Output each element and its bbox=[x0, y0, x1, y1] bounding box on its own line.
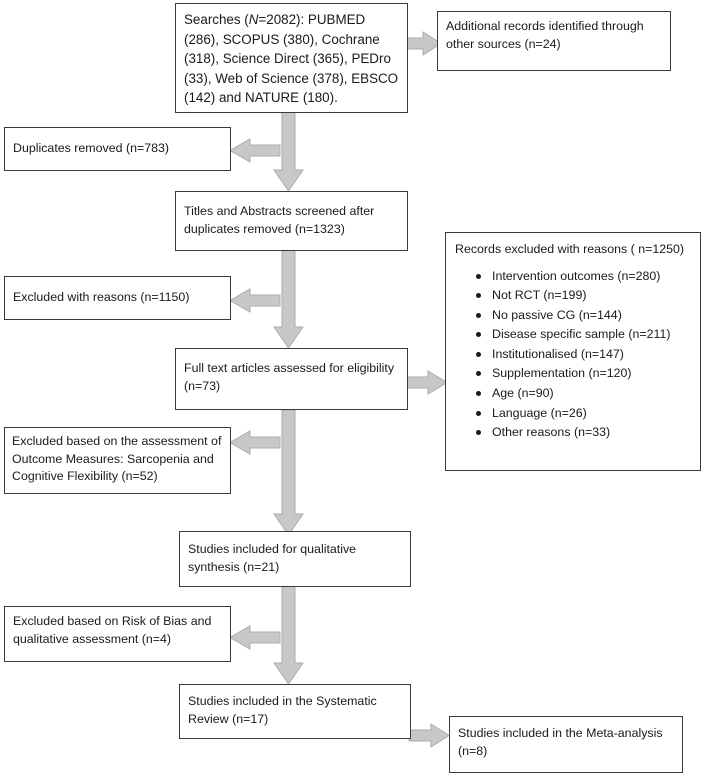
list-item: Other reasons (n=33) bbox=[455, 423, 691, 443]
arrow-left-excluded-reasons bbox=[228, 288, 281, 313]
additional-records-box: Additional records identified through ot… bbox=[437, 11, 671, 71]
arrow-right-meta bbox=[408, 723, 450, 748]
excluded-outcome-text: Excluded based on the assessment of Outc… bbox=[12, 434, 222, 483]
arrow-left-excluded-outcome bbox=[228, 430, 281, 455]
list-item: Institutionalised (n=147) bbox=[455, 345, 691, 365]
excluded-bias-box: Excluded based on Risk of Bias and quali… bbox=[4, 606, 231, 662]
arrow-right-additional bbox=[405, 31, 442, 56]
searches-label: Searches ( bbox=[184, 12, 249, 27]
duplicates-text: Duplicates removed (n=783) bbox=[13, 141, 169, 155]
excluded-reasons-box: Excluded with reasons (n=1150) bbox=[4, 276, 231, 320]
meta-analysis-text: Studies included in the Meta-analysis (n… bbox=[458, 726, 663, 758]
searches-rest: =2082): PUBMED (286), SCOPUS (380), Coch… bbox=[184, 12, 399, 105]
arrow-right-records-excluded bbox=[406, 370, 448, 395]
fulltext-box: Full text articles assessed for eligibil… bbox=[175, 348, 408, 410]
arrow-left-duplicates bbox=[228, 138, 281, 163]
excluded-bias-text: Excluded based on Risk of Bias and quali… bbox=[13, 614, 212, 646]
list-item: Language (n=26) bbox=[455, 404, 691, 424]
searches-n: N bbox=[248, 12, 259, 27]
duplicates-box: Duplicates removed (n=783) bbox=[4, 127, 231, 171]
qualitative-text: Studies included for qualitative synthes… bbox=[188, 542, 357, 574]
records-excluded-list: Intervention outcomes (n=280) Not RCT (n… bbox=[455, 267, 691, 443]
records-excluded-title: Records excluded with reasons ( n=1250) bbox=[455, 242, 685, 256]
systematic-review-box: Studies included in the Systematic Revie… bbox=[179, 684, 411, 739]
systematic-review-text: Studies included in the Systematic Revie… bbox=[188, 694, 377, 726]
arrow-down-to-systematic bbox=[273, 584, 304, 685]
list-item: Disease specific sample (n=211) bbox=[455, 325, 691, 345]
screened-box: Titles and Abstracts screened after dupl… bbox=[175, 191, 408, 251]
additional-records-text: Additional records identified through ot… bbox=[446, 19, 644, 51]
records-excluded-box: Records excluded with reasons ( n=1250) … bbox=[445, 232, 701, 471]
list-item: No passive CG (n=144) bbox=[455, 306, 691, 326]
excluded-outcome-box: Excluded based on the assessment of Outc… bbox=[4, 427, 231, 494]
arrow-down-to-qualitative bbox=[273, 409, 304, 536]
qualitative-box: Studies included for qualitative synthes… bbox=[179, 531, 411, 587]
list-item: Age (n=90) bbox=[455, 384, 691, 404]
list-item: Supplementation (n=120) bbox=[455, 364, 691, 384]
screened-text: Titles and Abstracts screened after dupl… bbox=[184, 204, 375, 236]
searches-text: Searches (N=2082): PUBMED (286), SCOPUS … bbox=[184, 10, 399, 108]
list-item: Not RCT (n=199) bbox=[455, 286, 691, 306]
arrow-down-to-screening bbox=[273, 111, 304, 192]
arrow-left-excluded-bias bbox=[228, 625, 281, 650]
arrow-down-to-fulltext bbox=[273, 249, 304, 349]
searches-box: Searches (N=2082): PUBMED (286), SCOPUS … bbox=[175, 3, 408, 113]
fulltext-text: Full text articles assessed for eligibil… bbox=[184, 361, 395, 393]
list-item: Intervention outcomes (n=280) bbox=[455, 267, 691, 287]
meta-analysis-box: Studies included in the Meta-analysis (n… bbox=[449, 716, 683, 773]
excluded-reasons-text: Excluded with reasons (n=1150) bbox=[13, 290, 190, 304]
